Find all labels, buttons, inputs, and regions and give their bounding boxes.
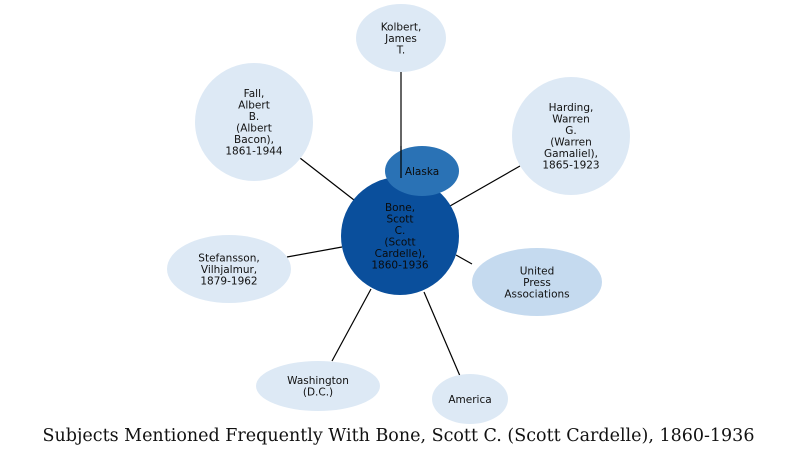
node-bone-label-line: Cardelle), (375, 248, 426, 260)
node-fall-label-line: Albert (238, 100, 270, 112)
edge-bone-upa (455, 254, 473, 265)
node-stefansson-label-line: Vilhjalmur, (201, 264, 257, 276)
node-bone-label-line: C. (395, 225, 406, 237)
node-kolbert-shape (356, 4, 446, 72)
node-stefansson-label-line: 1879-1962 (200, 275, 257, 287)
node-harding-label-line: Gamaliel), (544, 148, 598, 160)
node-harding-label-line: G. (565, 125, 576, 137)
node-bone-shape (341, 177, 459, 295)
edge-bone-washington (331, 288, 372, 362)
node-fall-label-line: Bacon), (234, 134, 274, 146)
node-harding-label-line: Warren (552, 114, 589, 126)
node-alaska[interactable]: Alaska (385, 146, 459, 196)
edges (286, 72, 521, 377)
node-fall-label-line: (Albert (236, 123, 272, 135)
node-kolbert-label-line: Kolbert, (381, 21, 422, 33)
node-stefansson-label-line: Stefansson, (198, 252, 259, 264)
node-stefansson[interactable]: Stefansson,Vilhjalmur,1879-1962 (167, 235, 291, 303)
node-america-label-line: America (448, 394, 491, 406)
node-upa-label-line: Press (523, 277, 551, 289)
node-fall-shape (195, 63, 313, 181)
node-harding-label-line: Harding, (549, 102, 594, 114)
node-fall-label-line: Fall, (244, 88, 265, 100)
node-harding-label-line: 1865-1923 (542, 160, 599, 172)
node-kolbert-label-line: James (384, 33, 417, 45)
node-washington-shape (256, 361, 380, 411)
node-bone-label-line: Scott (386, 214, 413, 226)
node-upa-label-line: United (520, 265, 555, 277)
node-kolbert-label-line: T. (396, 44, 406, 56)
edge-bone-america (423, 291, 461, 377)
edge-bone-fall (299, 157, 355, 201)
edge-bone-stefansson (286, 246, 343, 258)
node-alaska-shape (385, 146, 459, 196)
node-fall-label-line: 1861-1944 (225, 146, 283, 158)
node-fall-label-line: B. (249, 111, 260, 123)
node-harding[interactable]: Harding,WarrenG.(WarrenGamaliel),1865-19… (512, 77, 630, 195)
node-bone-label-line: Bone, (385, 202, 415, 214)
node-bone-label-line: 1860-1936 (371, 260, 429, 272)
node-america-shape (432, 374, 508, 424)
node-upa-shape (472, 248, 602, 316)
node-upa-label-line: Associations (504, 288, 569, 300)
node-harding-shape (512, 77, 630, 195)
node-alaska-label-line: Alaska (405, 166, 439, 178)
node-bone-label-line: (Scott (384, 237, 415, 249)
edge-bone-harding (449, 165, 521, 207)
node-washington[interactable]: Washington(D.C.) (256, 361, 380, 411)
diagram-caption: Subjects Mentioned Frequently With Bone,… (42, 426, 755, 446)
node-america[interactable]: America (432, 374, 508, 424)
node-harding-label-line: (Warren (550, 137, 592, 149)
node-washington-label-line: (D.C.) (303, 387, 333, 399)
node-washington-label-line: Washington (287, 375, 349, 387)
node-stefansson-shape (167, 235, 291, 303)
